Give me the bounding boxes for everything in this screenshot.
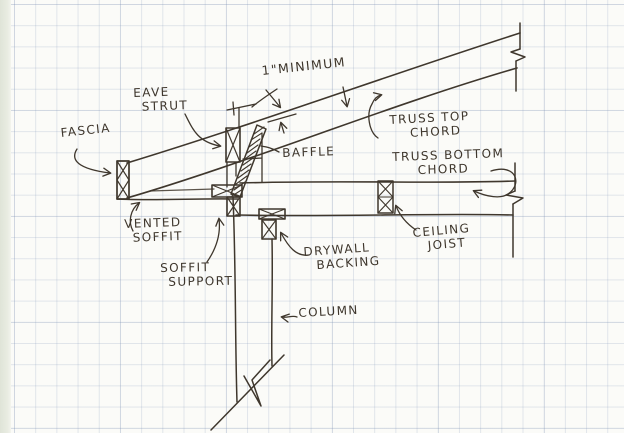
eave-strut-leader-arrow <box>184 113 222 150</box>
break-mark-top-chord <box>510 22 526 92</box>
scanned-page-left-edge <box>0 0 11 433</box>
soffit-support-leader-arrow <box>206 217 225 263</box>
ceiling-joist-leader-arrow <box>394 204 417 231</box>
baffle-strip <box>230 124 267 198</box>
truss-bottom-chord-lines <box>235 180 516 217</box>
vented-soffit-lines <box>116 188 239 201</box>
fascia-board <box>116 160 130 200</box>
label-baffle: BAFFLE <box>282 144 336 160</box>
eave-strut-block <box>225 127 241 188</box>
break-mark-column <box>210 354 285 431</box>
ceiling-joist-block <box>377 180 394 214</box>
drywall-backing-blocks <box>258 208 286 240</box>
fascia-leader-arrow <box>74 148 112 177</box>
minimum-gap-leader-arrows <box>251 88 282 109</box>
vented-soffit-leader-arrow <box>129 201 141 232</box>
truss-bottom-chord-leader-arrow <box>472 168 517 199</box>
air-gap-indicator <box>267 86 351 134</box>
dimension-ticks <box>226 101 257 128</box>
drywall-backing-leader-arrow <box>279 231 310 256</box>
truss-top-chord-lines <box>126 32 521 199</box>
baffle-leader-tick <box>260 145 280 153</box>
wall-top-blocking <box>211 184 243 198</box>
truss-heel-lines <box>242 132 263 183</box>
column-leader-arrow <box>280 313 298 323</box>
column-lines <box>232 196 274 403</box>
truss-top-chord-leader-arrow <box>368 92 383 139</box>
